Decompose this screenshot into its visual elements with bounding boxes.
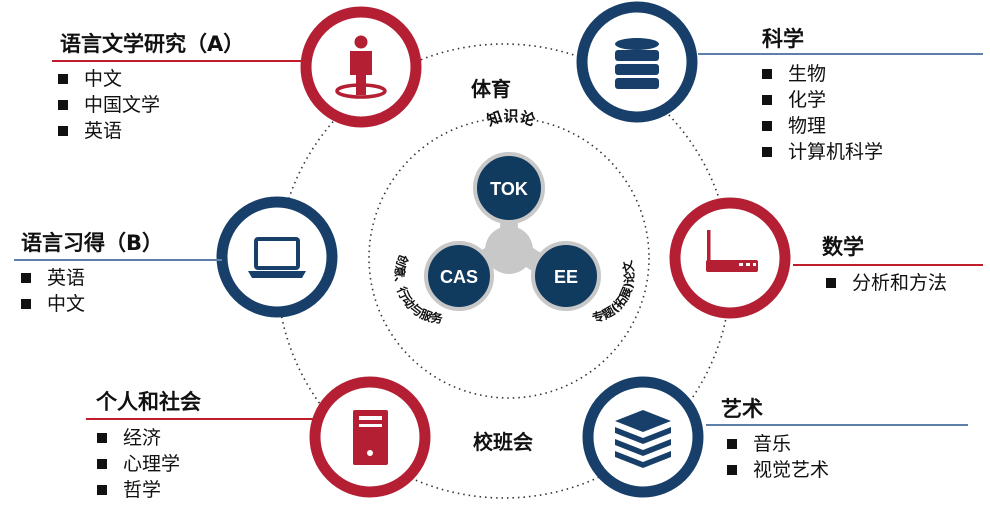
person-target-icon [335, 35, 387, 99]
server-tower-icon [353, 410, 388, 465]
individuals-list: 经济 心理学 哲学 [97, 425, 180, 503]
class-meeting-label: 校班会 [473, 430, 533, 454]
bullet-icon [826, 278, 836, 288]
arts-title: 艺术 [721, 397, 763, 421]
math-underline [793, 264, 983, 266]
math-title: 数学 [822, 235, 864, 259]
list-item: 物理 [762, 113, 883, 139]
list-item: 中文 [58, 66, 160, 92]
language-acq-node[interactable] [216, 196, 338, 318]
bullet-icon [727, 439, 737, 449]
list-item: 计算机科学 [762, 139, 883, 165]
cas-label: CAS [440, 267, 478, 287]
bullet-icon [762, 95, 772, 105]
language-acq-underline [14, 259, 222, 261]
bullet-icon [97, 433, 107, 443]
list-item: 中国文学 [58, 92, 160, 118]
cas-core-circle[interactable] [424, 241, 494, 311]
language-lit-node[interactable] [300, 6, 422, 128]
list-item: 英语 [21, 265, 85, 291]
list-item: 生物 [762, 61, 883, 87]
list-item: 化学 [762, 87, 883, 113]
math-list: 分析和方法 [826, 270, 947, 296]
list-item: 经济 [97, 425, 180, 451]
tok-core-circle[interactable] [473, 152, 545, 224]
inner-dotted-ring [368, 117, 650, 399]
language-acq-title: 语言习得（B） [21, 231, 164, 255]
arts-underline [706, 424, 968, 426]
ee-core-circle[interactable] [531, 241, 601, 311]
bullet-icon [21, 273, 31, 283]
layers-stack-icon [615, 410, 671, 468]
individuals-title: 个人和社会 [96, 390, 201, 414]
list-item: 英语 [58, 118, 160, 144]
list-item: 音乐 [727, 431, 829, 457]
bullet-icon [97, 485, 107, 495]
science-node[interactable] [576, 1, 698, 123]
individuals-underline [86, 418, 314, 420]
bullet-icon [762, 121, 772, 131]
science-underline [698, 53, 983, 55]
bullet-icon [97, 459, 107, 469]
bullet-icon [762, 69, 772, 79]
laptop-icon [248, 237, 306, 278]
science-title: 科学 [762, 27, 804, 51]
router-icon [706, 230, 758, 272]
list-item: 视觉艺术 [727, 457, 829, 483]
science-list: 生物 化学 物理 计算机科学 [762, 61, 883, 165]
language-lit-list: 中文 中国文学 英语 [58, 66, 160, 144]
arts-node[interactable] [582, 376, 704, 498]
bullet-icon [762, 147, 772, 157]
list-item: 中文 [21, 291, 85, 317]
arts-list: 音乐 视觉艺术 [727, 431, 829, 483]
list-item: 哲学 [97, 477, 180, 503]
database-icon [615, 38, 659, 89]
tok-label: TOK [490, 179, 528, 199]
bullet-icon [58, 100, 68, 110]
tok-caption: 知识论 [484, 107, 538, 130]
bullet-icon [727, 465, 737, 475]
list-item: 心理学 [97, 451, 180, 477]
pe-label: 体育 [471, 77, 511, 101]
individuals-node[interactable] [309, 376, 431, 498]
bullet-icon [58, 126, 68, 136]
ee-label: EE [554, 267, 578, 287]
language-acq-list: 英语 中文 [21, 265, 85, 317]
bullet-icon [21, 299, 31, 309]
bullet-icon [58, 74, 68, 84]
list-item: 分析和方法 [826, 270, 947, 296]
language-lit-title: 语言文学研究（A） [60, 32, 245, 56]
language-lit-underline [52, 60, 304, 62]
math-node[interactable] [669, 197, 791, 319]
